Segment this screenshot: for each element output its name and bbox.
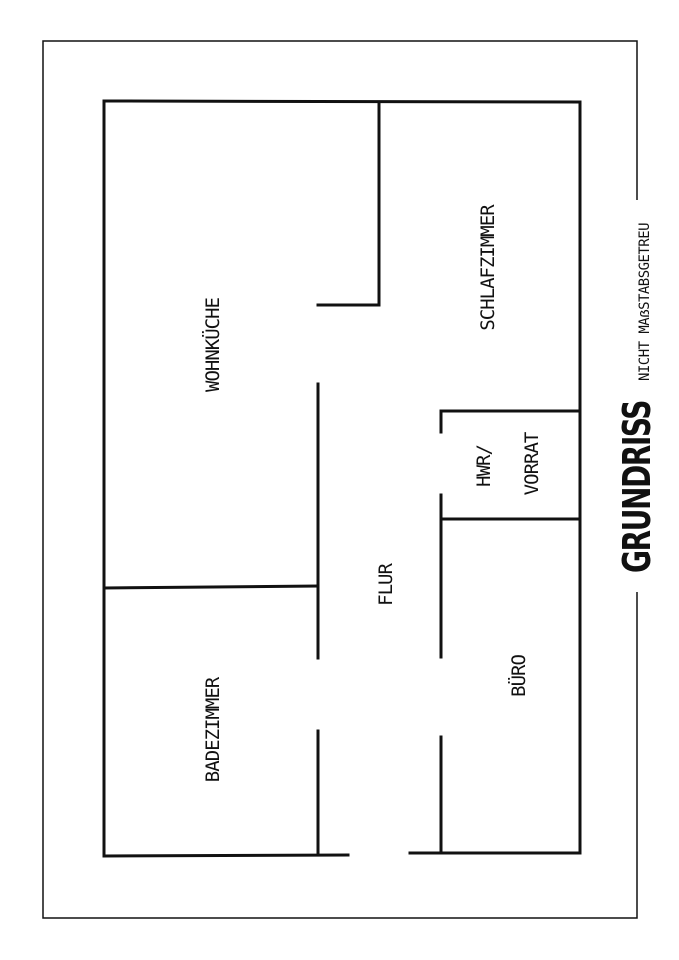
walls [102, 99, 582, 858]
wall-bottom-left [102, 853, 350, 858]
plan-title: GRUNDRISS [615, 401, 659, 573]
room-label-schlafzimmer: SCHLAFZIMMER [477, 204, 499, 331]
room-labels: WOHNKÜCHE SCHLAFZIMMER HWR/ VORRAT FLUR … [201, 204, 543, 782]
wall-top [102, 99, 582, 104]
page-frame [42, 40, 638, 919]
room-label-badezimmer: BADEZIMMER [202, 676, 224, 782]
room-label-hwr: HWR/ [473, 445, 495, 487]
wall-bathroom-top [102, 584, 320, 590]
room-label-wohnkueche: WOHNKÜCHE [201, 297, 224, 392]
room-label-flur: FLUR [375, 563, 397, 606]
room-label-buero: BÜRO [507, 655, 530, 697]
room-label-vorrat: VORRAT [521, 432, 543, 495]
title-block: GRUNDRISS NICHT MAẞSTABSGETREU [615, 223, 659, 573]
plan-subtitle: NICHT MAẞSTABSGETREU [637, 223, 653, 381]
